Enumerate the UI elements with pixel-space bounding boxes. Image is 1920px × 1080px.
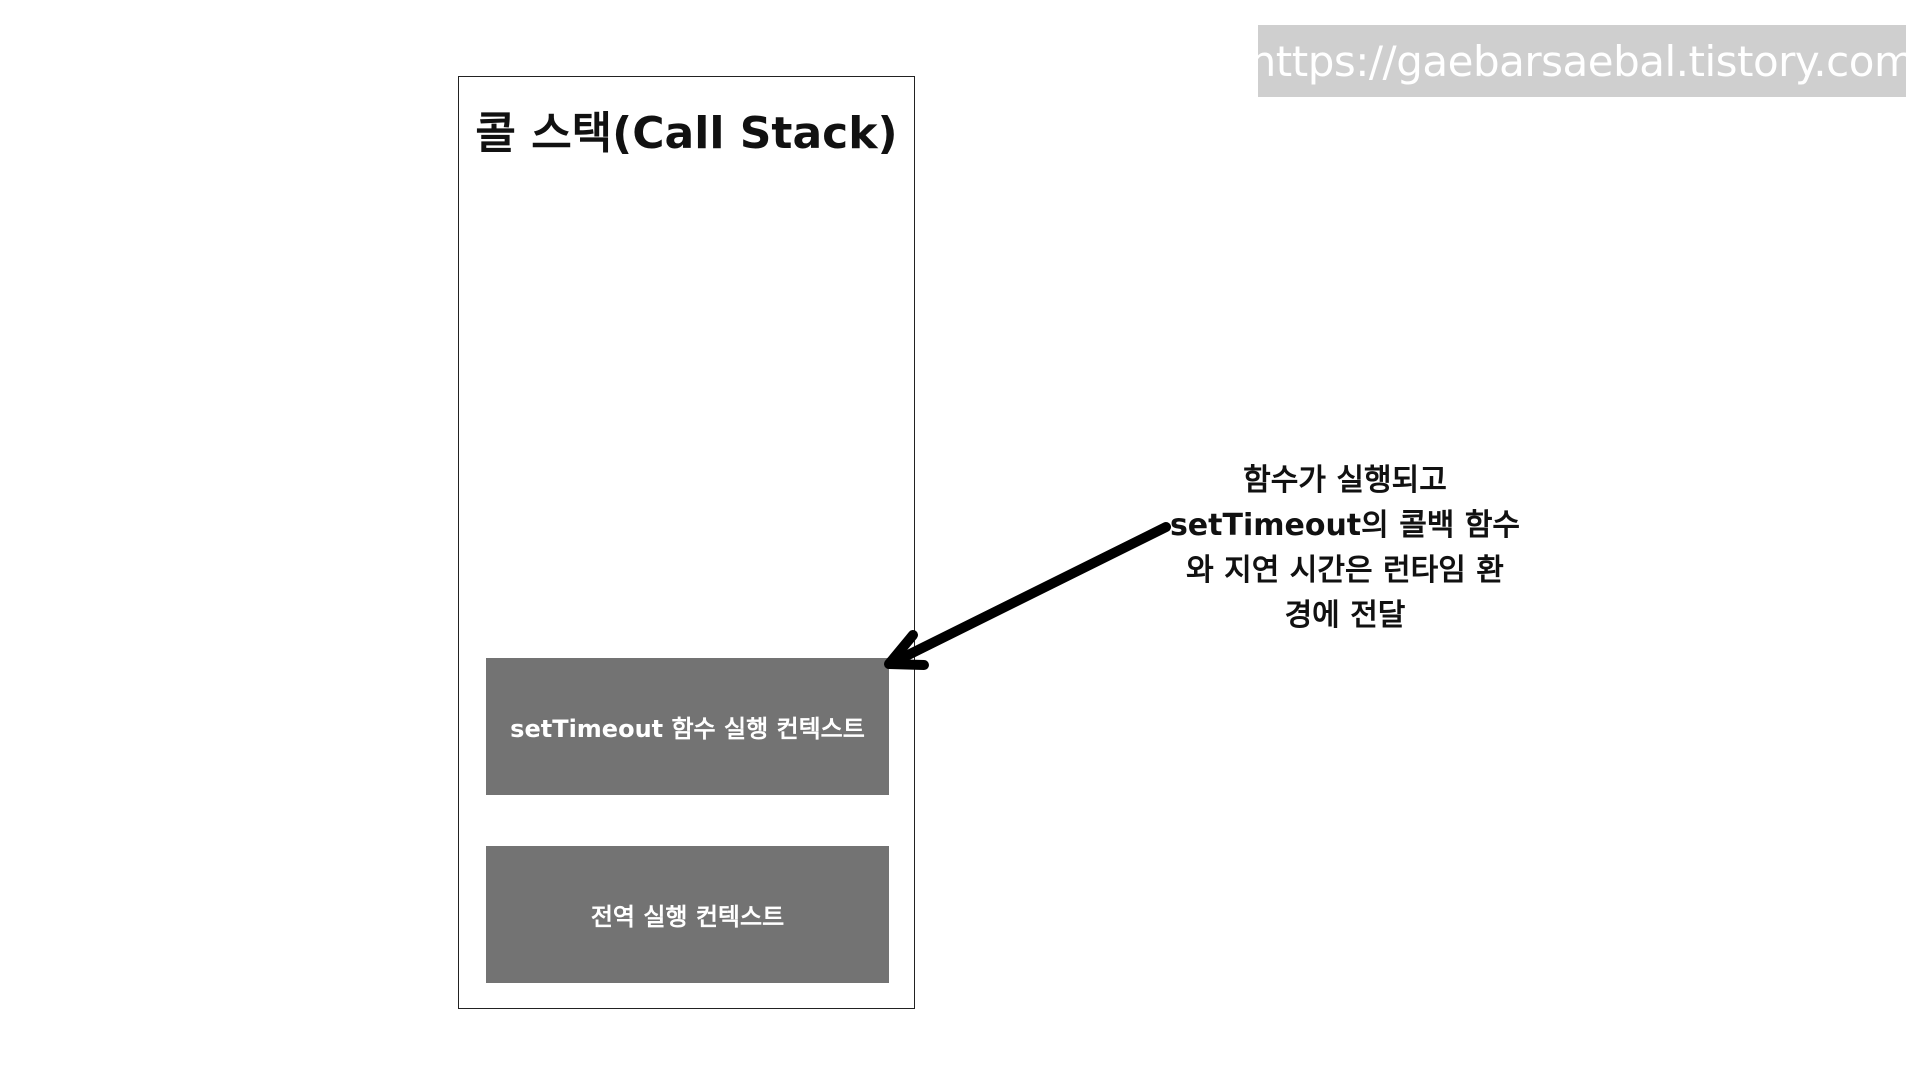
annotation-line: 경에 전달 [1284, 598, 1406, 633]
annotation-text: 함수가 실행되고 setTimeout의 콜백 함수 와 지연 시간은 런타임 … [1160, 458, 1530, 638]
stack-frame-label: 전역 실행 컨텍스트 [590, 903, 785, 931]
annotation-line: setTimeout의 콜백 함수 [1169, 508, 1521, 543]
annotation-line: 와 지연 시간은 런타임 환 [1186, 553, 1504, 588]
call-stack-title: 콜 스택(Call Stack) [475, 108, 898, 159]
stack-frame-settimeout: setTimeout 함수 실행 컨텍스트 [486, 658, 889, 795]
watermark-text: https://gaebarsaebal.tistory.com [1249, 36, 1915, 86]
stack-frame-global: 전역 실행 컨텍스트 [486, 846, 889, 983]
watermark: https://gaebarsaebal.tistory.com [1250, 25, 1915, 97]
arrow-shaft [893, 522, 1171, 665]
call-stack-box: 콜 스택(Call Stack) setTimeout 함수 실행 컨텍스트 전… [458, 76, 915, 1009]
stack-frame-label: setTimeout 함수 실행 컨텍스트 [510, 715, 865, 743]
annotation-line: 함수가 실행되고 [1243, 463, 1447, 498]
